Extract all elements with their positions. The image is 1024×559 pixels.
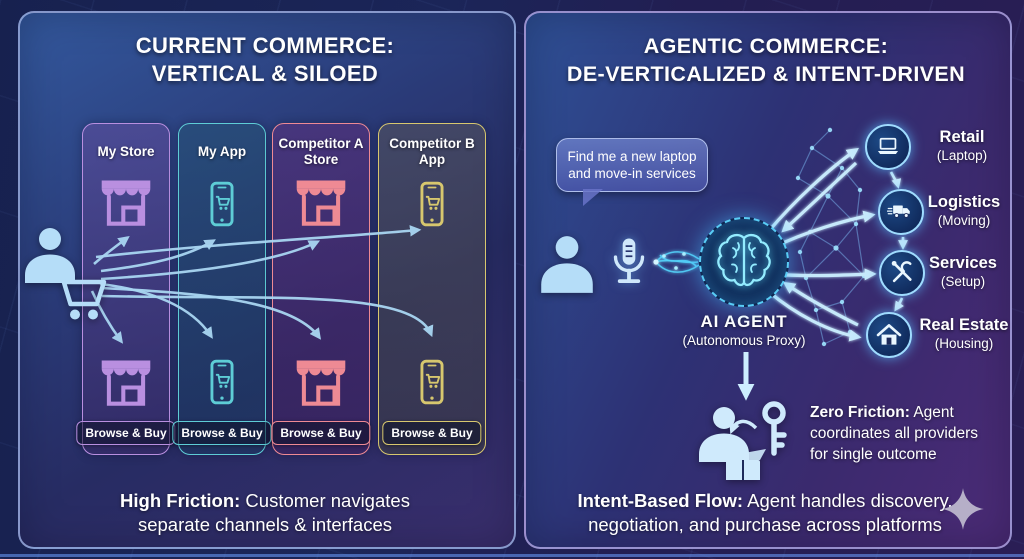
retail-node <box>865 124 911 170</box>
ai-agent-label: AI AGENT <box>700 312 788 331</box>
tools-icon <box>890 259 912 283</box>
left-title-line1: CURRENT COMMERCE: <box>135 33 395 58</box>
logistics-node <box>878 189 924 235</box>
real-estate-node <box>866 312 912 358</box>
zero-friction-text: Zero Friction: Agent coordinates all pro… <box>810 402 995 465</box>
services-node <box>879 250 925 296</box>
laptop-icon <box>877 137 899 155</box>
caption-rest: Agent handles discovery, negotiation, an… <box>588 490 953 535</box>
right-title-line2: DE-VERTICALIZED & INTENT-DRIVEN <box>566 62 966 86</box>
channel-column-competitor-a-store: Competitor A Store Browse & Buy <box>271 123 371 455</box>
zero-friction-bold: Zero Friction: <box>810 404 910 421</box>
browse-and-buy-button[interactable]: Browse & Buy <box>271 421 371 445</box>
services-label: Services (Setup) <box>929 254 997 289</box>
phone-icon <box>179 354 265 410</box>
retail-label: Retail (Laptop) <box>936 128 988 163</box>
channel-column-my-app: My App Browse & Buy <box>172 123 272 455</box>
person-key-box-icon <box>699 396 804 480</box>
right-title-line1: AGENTIC COMMERCE: <box>643 34 889 58</box>
truck-icon <box>887 204 911 219</box>
house-icon <box>876 324 902 346</box>
caption-rest: Customer navigates separate channels & i… <box>137 490 410 535</box>
right-panel-caption: Intent-Based Flow: Agent handles discove… <box>545 489 985 537</box>
store-icon <box>83 356 169 410</box>
left-panel-title: CURRENT COMMERCE: VERTICAL & SILOED <box>38 32 492 88</box>
phone-icon <box>179 176 265 232</box>
person-with-shopping-cart-icon <box>25 228 118 338</box>
left-title-line2: VERTICAL & SILOED <box>151 61 379 86</box>
column-title: My App <box>197 144 247 159</box>
column-title: My Store <box>97 144 155 159</box>
real-estate-label: Real Estate (Housing) <box>919 316 1009 351</box>
caption-bold: Intent-Based Flow: <box>577 490 744 511</box>
logistics-label: Logistics (Moving) <box>927 193 1001 228</box>
bottom-accent-line <box>0 554 1024 557</box>
column-title: Competitor B App <box>389 136 475 167</box>
ai-agent-sublabel: (Autonomous Proxy) <box>682 333 806 348</box>
phone-icon <box>379 354 485 410</box>
browse-and-buy-button[interactable]: Browse & Buy <box>382 421 482 445</box>
browse-and-buy-button[interactable]: Browse & Buy <box>172 421 272 445</box>
browse-and-buy-button[interactable]: Browse & Buy <box>76 421 176 445</box>
zero-friction-rest: Agent coordinates all providers for sing… <box>810 404 979 463</box>
left-panel-caption: High Friction: Customer navigates separa… <box>95 489 435 537</box>
right-panel-title: AGENTIC COMMERCE: DE-VERTICALIZED & INTE… <box>534 32 998 88</box>
column-title: Competitor A Store <box>278 136 364 167</box>
microphone-icon <box>613 236 645 284</box>
store-icon <box>273 356 369 410</box>
caption-bold: High Friction: <box>120 490 241 511</box>
channel-column-competitor-b-app: Competitor B App Browse & Buy <box>378 123 486 455</box>
brain-icon <box>717 233 771 287</box>
speech-bubble: Find me a new laptop and move-in service… <box>556 138 708 206</box>
user-person-icon <box>541 236 593 293</box>
sparkle-icon <box>942 488 984 530</box>
store-icon <box>273 176 369 230</box>
phone-icon <box>379 176 485 232</box>
ai-agent-node <box>699 217 789 307</box>
